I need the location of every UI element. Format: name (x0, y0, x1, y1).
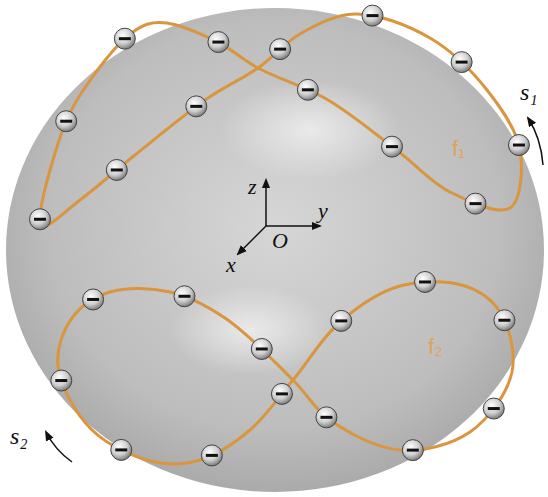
curve-label: f₂ (428, 336, 443, 358)
charge (186, 96, 207, 117)
charge (29, 209, 50, 230)
charge (174, 286, 195, 307)
charge (451, 52, 472, 73)
charge-ball (415, 271, 436, 292)
charge (106, 159, 127, 180)
z-axis (265, 180, 267, 226)
charge (415, 271, 436, 292)
charge-ball (362, 5, 383, 26)
charge-ball (402, 440, 423, 461)
minus-sign (212, 41, 224, 44)
charge (402, 440, 423, 461)
charge (362, 5, 383, 26)
charge-ball (106, 159, 127, 180)
charge (114, 28, 135, 49)
minus-sign (55, 379, 67, 382)
minus-sign (513, 144, 525, 147)
minus-sign (488, 407, 500, 410)
minus-sign (335, 319, 347, 322)
minus-sign (302, 88, 314, 91)
charge (483, 398, 504, 419)
curve-label: f₁ (452, 138, 466, 160)
minus-sign (469, 202, 481, 205)
charge-ball (56, 111, 77, 132)
minus-sign (206, 454, 218, 457)
direction-label: s₂ (10, 424, 28, 448)
charge (331, 310, 352, 331)
charge (382, 136, 403, 157)
charge (208, 32, 229, 53)
charge-ball (208, 32, 229, 53)
charge (251, 338, 272, 359)
minus-sign (386, 145, 398, 148)
minus-sign (367, 14, 379, 17)
axis-label: z (248, 176, 257, 198)
direction-label: s₁ (520, 80, 538, 104)
charge-ball (483, 398, 504, 419)
minus-sign (256, 347, 268, 350)
charge-ball (316, 407, 337, 428)
minus-sign (60, 120, 72, 123)
minus-sign (320, 416, 332, 419)
axis-label: x (226, 254, 236, 276)
charge-ball (382, 136, 403, 157)
minus-sign (456, 61, 468, 64)
charge-ball (270, 39, 291, 60)
charge (297, 79, 318, 100)
charge (83, 289, 104, 310)
minus-sign (87, 298, 99, 301)
origin-label: O (272, 230, 288, 252)
charge-ball (186, 96, 207, 117)
charge-ball (508, 135, 529, 156)
charge (51, 370, 72, 391)
charge (201, 445, 222, 466)
curve (58, 282, 513, 464)
minus-sign (419, 280, 431, 283)
charge-ball (451, 52, 472, 73)
minus-sign (274, 48, 286, 51)
charge (465, 193, 486, 214)
x-axis (238, 226, 266, 254)
charge-ball (251, 338, 272, 359)
charge-ball (201, 445, 222, 466)
minus-sign (190, 105, 202, 108)
axis-label: y (318, 200, 328, 222)
charge (271, 383, 292, 404)
charge-ball (111, 439, 132, 460)
charge-ball (297, 79, 318, 100)
minus-sign (115, 448, 127, 451)
curve (40, 14, 521, 226)
charge-ball (331, 310, 352, 331)
charge-ball (51, 370, 72, 391)
charge (316, 407, 337, 428)
minus-sign (407, 449, 419, 452)
minus-sign (119, 37, 131, 40)
charge-ball (29, 209, 50, 230)
charge-ball (465, 193, 486, 214)
y-axis (266, 225, 320, 227)
charge (56, 111, 77, 132)
charge (270, 39, 291, 60)
sphere (6, 8, 544, 492)
direction-arrow (46, 432, 72, 462)
charge (508, 135, 529, 156)
minus-sign (498, 319, 510, 322)
direction-arrow (528, 118, 543, 165)
charge-ball (83, 289, 104, 310)
minus-sign (111, 168, 123, 171)
charge (494, 310, 515, 331)
charge (111, 439, 132, 460)
minus-sign (34, 218, 46, 221)
minus-sign (276, 392, 288, 395)
charge-ball (494, 310, 515, 331)
charge-ball (271, 383, 292, 404)
minus-sign (178, 295, 190, 298)
charge-ball (174, 286, 195, 307)
charge-ball (114, 28, 135, 49)
